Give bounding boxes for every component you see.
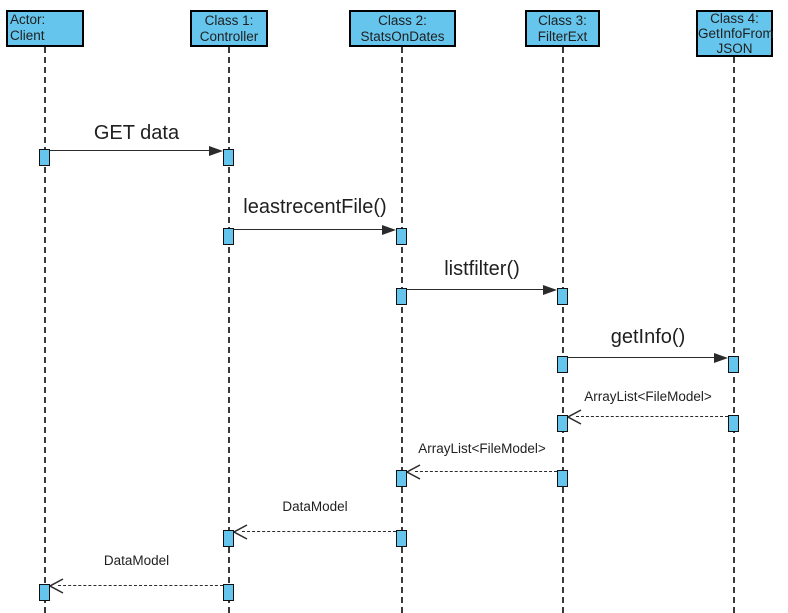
message-line (576, 416, 728, 417)
activation-bar-filterext (557, 288, 568, 305)
lifeline-head-class3-filterext: Class 3: FilterExt (525, 10, 600, 47)
activation-bar-controller (223, 228, 234, 245)
activation-bar-statsondates (396, 530, 407, 547)
filled-arrowhead-icon (543, 285, 557, 295)
message-label: getInfo() (610, 326, 686, 348)
message-line (415, 471, 557, 472)
message-label: ArrayList<FileModel> (418, 441, 546, 456)
message-label: ArrayList<FileModel> (584, 389, 712, 404)
message-line (234, 229, 382, 230)
activation-bar-getinfofromjson (728, 356, 739, 373)
lifeline-head-label: Class 1: (204, 12, 254, 28)
filled-arrowhead-icon (382, 225, 396, 235)
message-line (242, 531, 396, 532)
activation-bar-actor (39, 149, 50, 166)
activation-bar-filterext (557, 356, 568, 373)
lifeline-head-class4-getinfofromjson: Class 4: GetInfoFrom JSON (696, 10, 774, 57)
activation-bar-statsondates (396, 470, 407, 487)
lifeline-class1-controller (228, 47, 230, 613)
activation-bar-controller (223, 584, 234, 601)
lifeline-class4-getinfofromjson (733, 57, 735, 613)
lifeline-actor-client (44, 47, 46, 613)
message-line (568, 357, 714, 358)
open-arrowhead-icon (49, 578, 64, 594)
lifeline-head-class1-controller: Class 1: Controller (190, 10, 268, 47)
message-line (407, 289, 543, 290)
message-label: DataModel (103, 553, 170, 568)
message-label: leastrecentFile() (243, 196, 387, 218)
filled-arrowhead-icon (209, 146, 223, 156)
lifeline-head-label: Controller (199, 28, 259, 44)
message-line (50, 150, 209, 151)
activation-bar-filterext (557, 415, 568, 432)
filled-arrowhead-icon (714, 353, 728, 363)
open-arrowhead-icon (567, 409, 582, 425)
activation-bar-statsondates (396, 288, 407, 305)
activation-bar-controller (223, 530, 234, 547)
lifeline-head-label: StatsOnDates (360, 28, 445, 44)
message-label: listfilter() (444, 258, 520, 280)
lifeline-head-actor-client: Actor: Client (6, 10, 84, 47)
activation-bar-filterext (557, 470, 568, 487)
lifeline-head-label: FilterExt (537, 28, 588, 44)
open-arrowhead-icon (233, 524, 248, 540)
lifeline-class2-statsondates (401, 47, 403, 613)
open-arrowhead-icon (406, 464, 421, 480)
message-label: GET data (93, 122, 180, 144)
lifeline-head-label: GetInfoFrom (698, 26, 774, 41)
lifeline-head-label: Class 2: (378, 12, 427, 28)
lifeline-head-label: Class 3: (538, 12, 587, 28)
activation-bar-getinfofromjson (728, 415, 739, 432)
lifeline-head-label: Actor: Client (10, 12, 46, 43)
message-label: DataModel (282, 499, 348, 514)
activation-bar-controller (223, 149, 234, 166)
message-line (58, 585, 223, 586)
lifeline-head-label: Class 4: (710, 11, 759, 26)
lifeline-class3-filterext (562, 47, 564, 613)
activation-bar-statsondates (396, 228, 407, 245)
activation-bar-actor (39, 584, 50, 601)
lifeline-head-label: JSON (716, 41, 753, 56)
lifeline-head-class2-statsondates: Class 2: StatsOnDates (349, 10, 456, 47)
